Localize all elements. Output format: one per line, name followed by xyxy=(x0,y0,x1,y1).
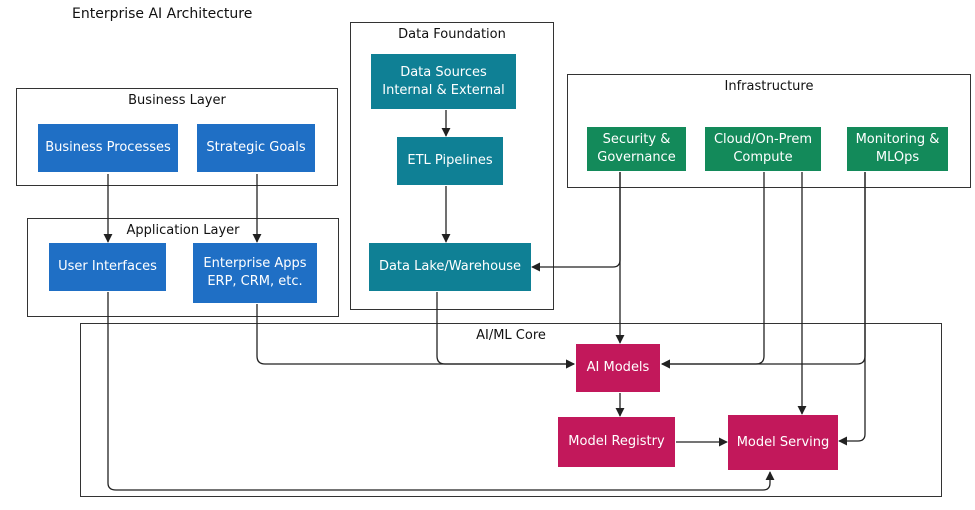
edge-security-to-data-lake xyxy=(531,172,621,272)
business-layer-group: Business Layer xyxy=(16,88,338,186)
edge-data-lake-to-ai-models xyxy=(436,292,575,369)
data-foundation-label: Data Foundation xyxy=(398,27,506,42)
security-governance-node[interactable]: Security & Governance xyxy=(587,127,686,171)
cloud-compute-node[interactable]: Cloud/On-Prem Compute xyxy=(705,127,821,171)
application-layer-group: Application Layer xyxy=(27,218,339,317)
business-processes-node[interactable]: Business Processes xyxy=(38,124,178,172)
business-layer-label: Business Layer xyxy=(128,93,226,108)
ai-models-node[interactable]: AI Models xyxy=(576,344,660,392)
edge-user-interfaces-to-model-serving xyxy=(107,292,775,491)
ai-ml-core-label: AI/ML Core xyxy=(476,328,546,343)
data-lake-node[interactable]: Data Lake/Warehouse xyxy=(369,243,531,291)
edge-compute-to-ai-models xyxy=(661,172,765,369)
strategic-goals-node[interactable]: Strategic Goals xyxy=(197,124,315,172)
edge-monitoring-to-model-serving xyxy=(838,172,866,446)
infrastructure-group: Infrastructure xyxy=(567,74,971,188)
infrastructure-label: Infrastructure xyxy=(724,79,814,94)
enterprise-apps-node[interactable]: Enterprise Apps ERP, CRM, etc. xyxy=(193,243,317,303)
diagram-title: Enterprise AI Architecture xyxy=(72,6,253,22)
user-interfaces-node[interactable]: User Interfaces xyxy=(49,243,166,291)
edge-enterprise-apps-to-ai-models xyxy=(256,304,575,369)
application-layer-label: Application Layer xyxy=(126,223,240,238)
etl-pipelines-node[interactable]: ETL Pipelines xyxy=(397,137,503,185)
model-serving-node[interactable]: Model Serving xyxy=(728,415,838,470)
data-sources-node[interactable]: Data Sources Internal & External xyxy=(371,54,516,109)
monitoring-mlops-node[interactable]: Monitoring & MLOps xyxy=(847,127,948,171)
data-foundation-group: Data Foundation xyxy=(350,22,554,310)
ai-ml-core-group: AI/ML Core xyxy=(80,323,942,497)
model-registry-node[interactable]: Model Registry xyxy=(558,417,675,467)
